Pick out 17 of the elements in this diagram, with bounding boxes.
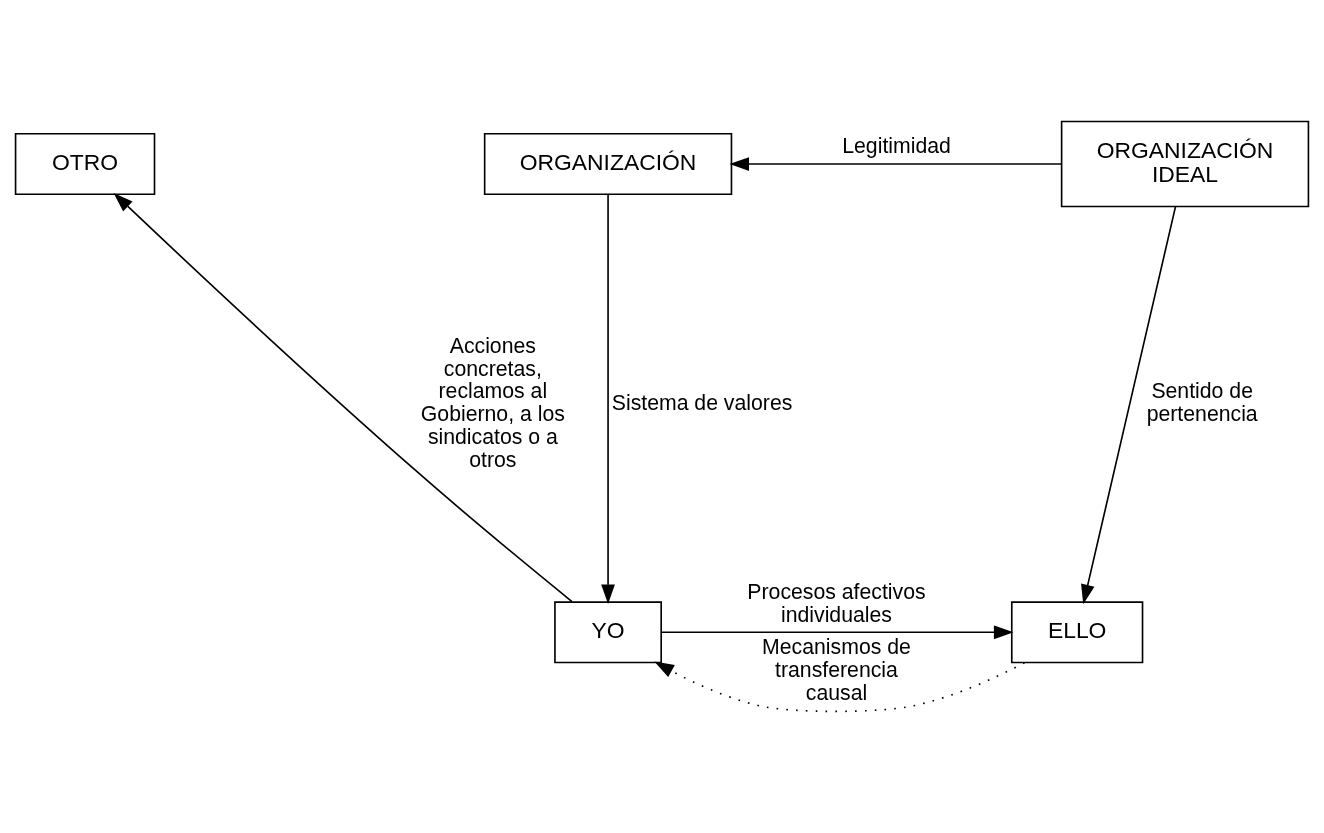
node-box: YO <box>554 601 662 664</box>
arrow <box>113 192 573 603</box>
node-box: ELLO <box>1010 601 1144 664</box>
node-box: ORGANIZACIÓN <box>483 133 733 196</box>
arrow <box>654 661 1026 713</box>
edge-label: Sentido de pertenencia <box>1146 379 1258 427</box>
arrow <box>1081 206 1177 605</box>
node-box: ORGANIZACIÓN IDEAL <box>1060 120 1310 208</box>
node-box: OTRO <box>14 133 156 196</box>
arrow <box>729 157 1063 171</box>
edge-label: Procesos afectivos individuales <box>747 579 926 627</box>
arrow <box>660 625 1014 640</box>
edge-label: Sistema de valores <box>611 390 793 415</box>
edge-label: Legitimidad <box>842 134 951 159</box>
edge-label: Acciones concretas, reclamos al Gobierno, a los sindicatos o a otros <box>420 333 565 473</box>
arrow <box>601 193 615 605</box>
edge-label: Mecanismos de transferencia causal <box>762 635 911 705</box>
